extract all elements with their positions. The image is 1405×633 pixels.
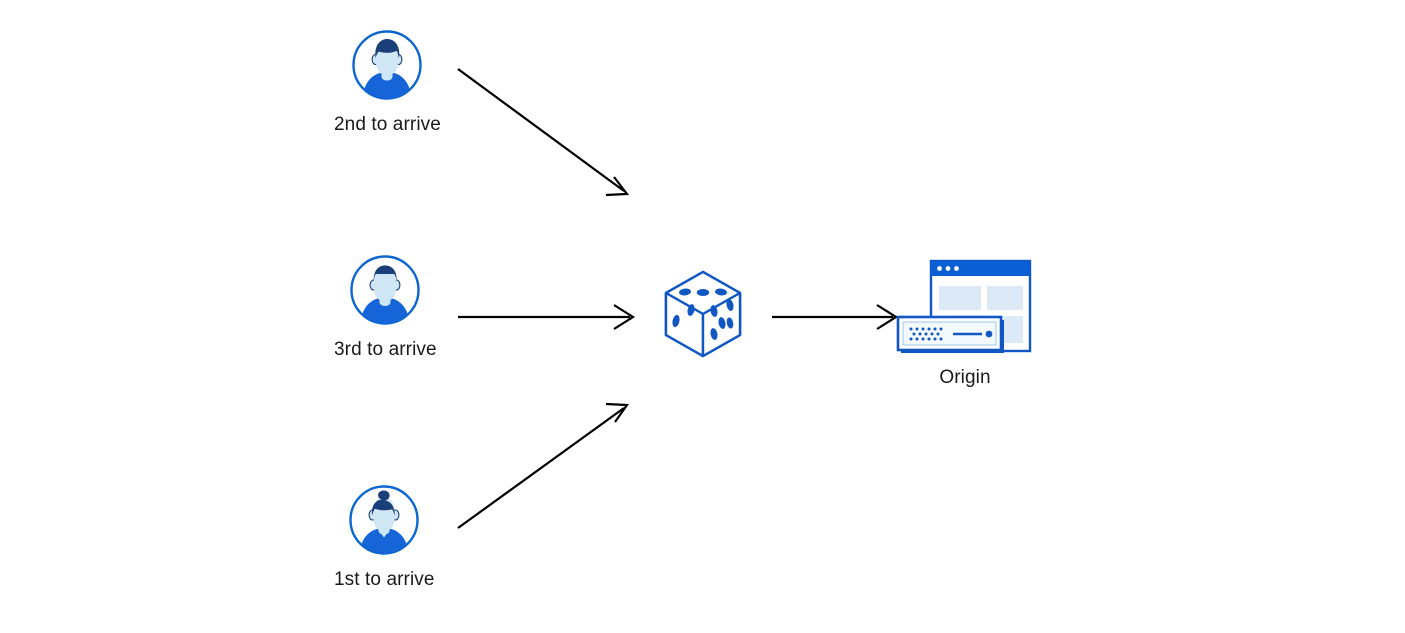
edge-1st-to-dice	[457, 402, 630, 529]
node-label: Origin	[939, 367, 991, 388]
person-avatar-icon	[350, 28, 424, 102]
dice-cube-icon	[660, 268, 746, 365]
edge-dice-to-origin	[772, 304, 899, 330]
person-avatar-icon	[348, 253, 422, 327]
node-visitor-1st[interactable]: 1st to arrive	[334, 483, 435, 591]
node-label: 1st to arrive	[334, 569, 435, 590]
node-label: 2nd to arrive	[334, 114, 441, 135]
person-avatar-icon	[347, 483, 421, 557]
node-origin[interactable]: Origin	[895, 258, 1035, 389]
edge-3rd-to-dice	[458, 304, 636, 330]
edge-2nd-to-dice	[457, 68, 630, 197]
origin-server-icon	[895, 258, 1035, 363]
node-visitor-3rd[interactable]: 3rd to arrive	[334, 253, 437, 361]
node-visitor-2nd[interactable]: 2nd to arrive	[334, 28, 441, 136]
node-label: 3rd to arrive	[334, 339, 437, 360]
browser-window-shape	[929, 259, 1032, 353]
node-randomizer[interactable]	[660, 268, 746, 365]
server-device-shape	[896, 315, 1004, 353]
